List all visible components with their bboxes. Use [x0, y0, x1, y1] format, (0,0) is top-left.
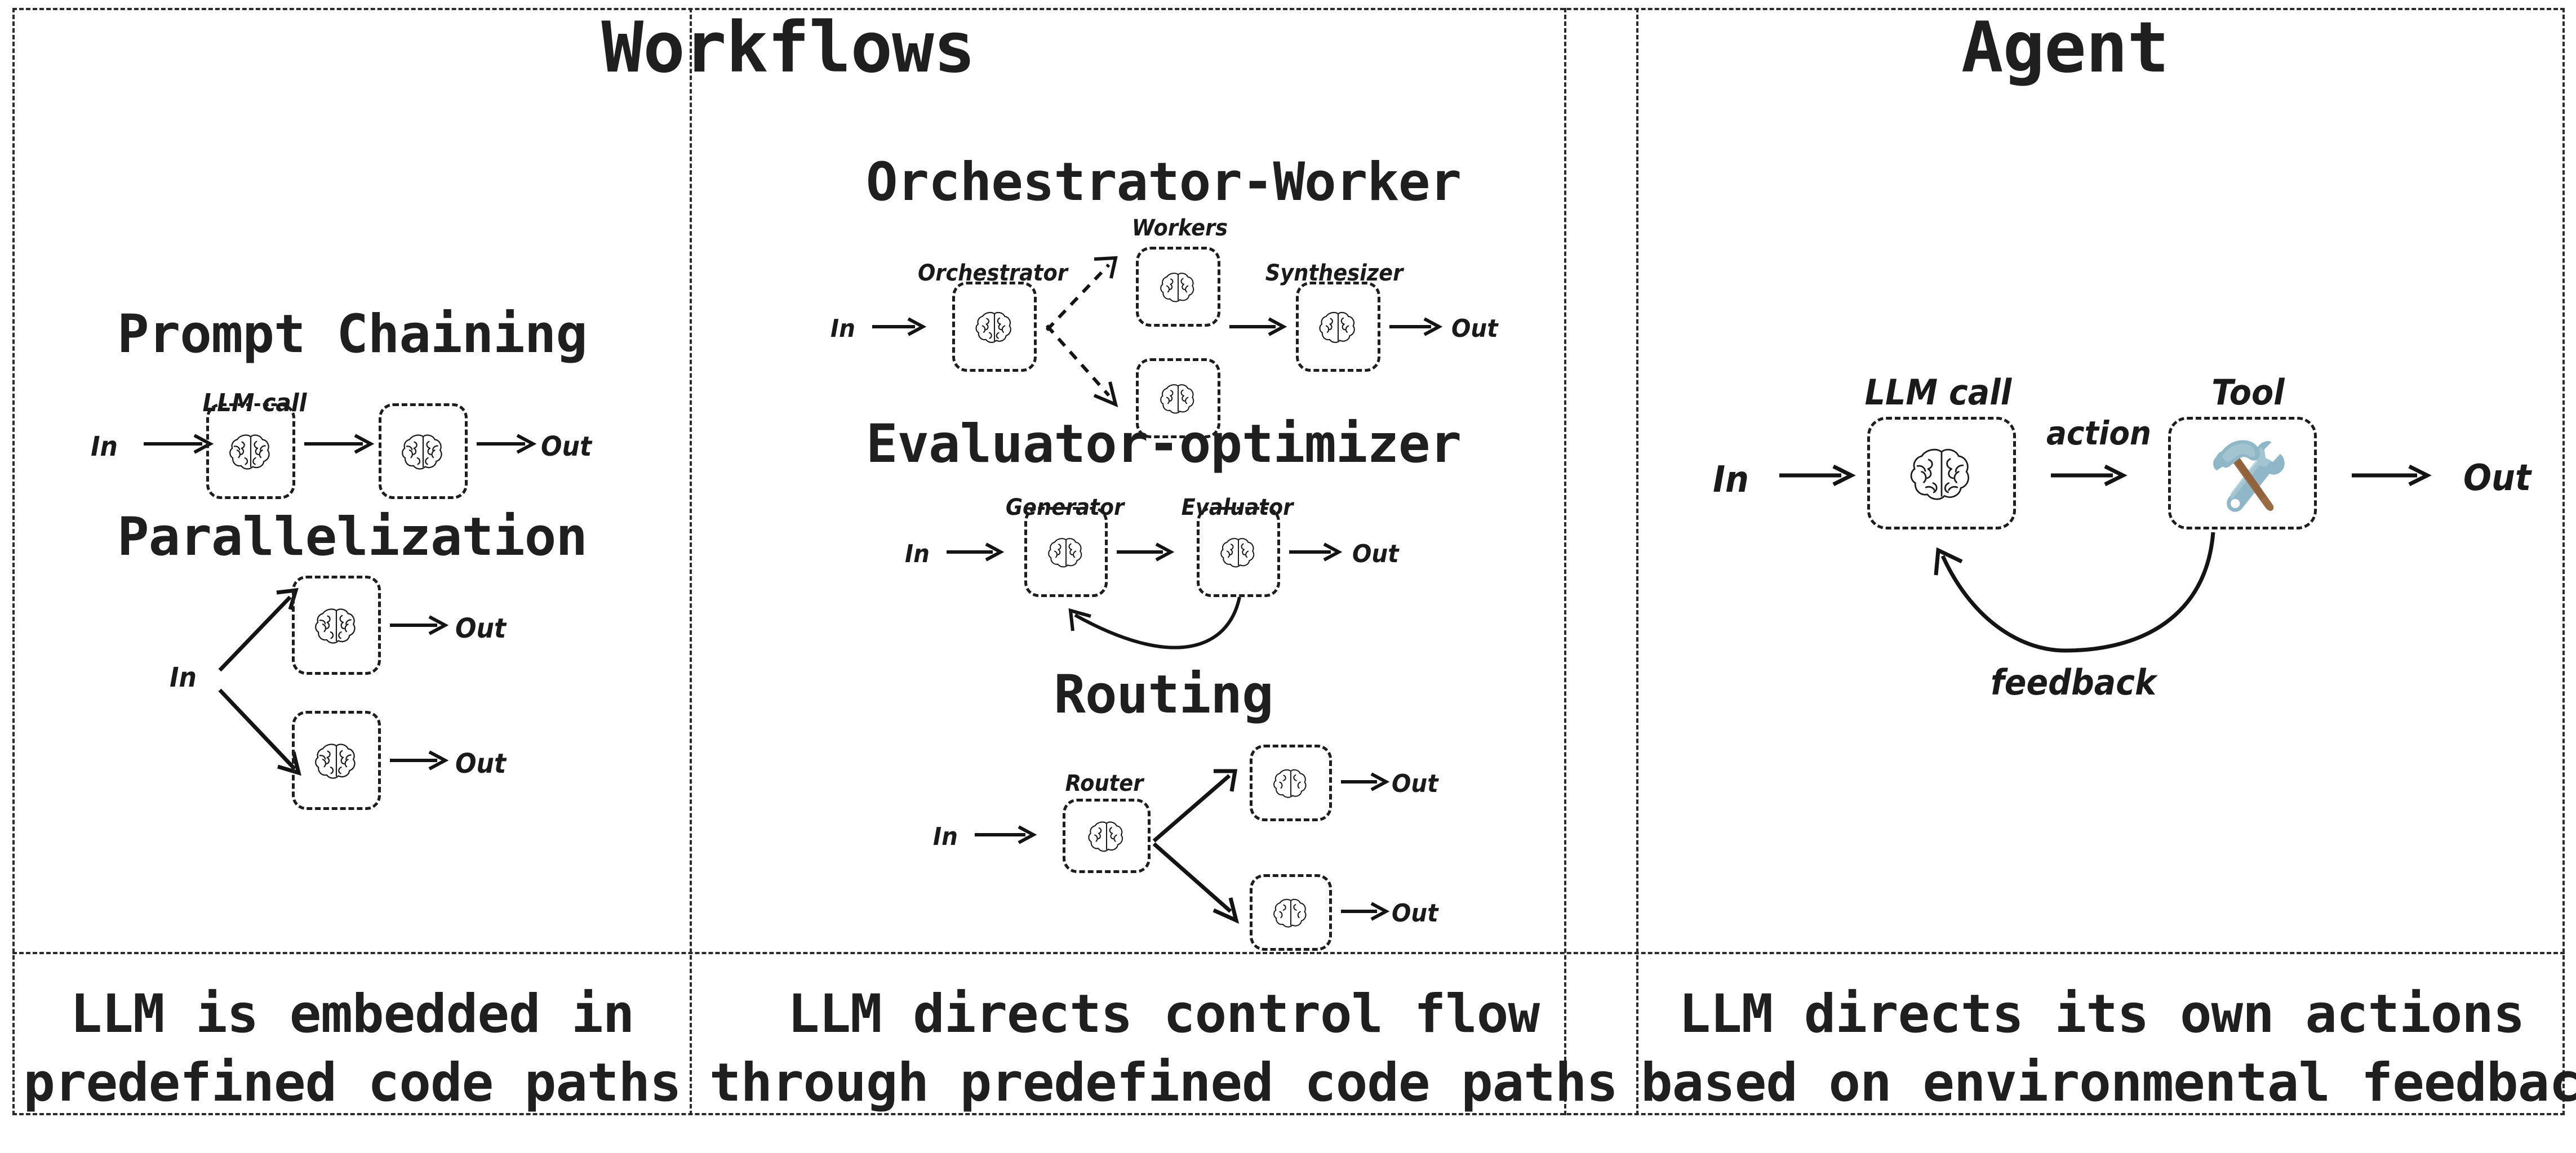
- node-routing-branch-bottom: [1250, 874, 1332, 951]
- brain-icon: [229, 434, 270, 470]
- label-in-chaining: In: [91, 431, 118, 462]
- node-evaluator: [1197, 507, 1280, 597]
- node-routing-branch-top: [1250, 745, 1332, 821]
- label-workers: Workers: [1131, 215, 1228, 241]
- label-out-evaluator: Out: [1352, 540, 1399, 568]
- node-llm-call-agent: [1867, 417, 2016, 529]
- hammer-and-wrench-icon: [2213, 440, 2285, 512]
- label-router: Router: [1065, 771, 1144, 796]
- diagram-title-parallelization: Parallelization: [117, 506, 588, 568]
- outer-frame: [12, 8, 2565, 1115]
- label-out-top-parallelization: Out: [455, 613, 507, 644]
- workflows-title: Workflows: [601, 7, 976, 88]
- brain-icon: [1273, 769, 1307, 798]
- label-out-top-routing: Out: [1392, 769, 1438, 798]
- brain-icon: [1220, 538, 1255, 568]
- brain-icon: [975, 311, 1011, 343]
- label-in-orchestrator: In: [830, 314, 855, 343]
- node-synthesizer: [1296, 282, 1380, 372]
- node-parallel-branch-bottom: [292, 711, 381, 810]
- label-in-routing: In: [933, 822, 958, 851]
- caption-agent-own-actions: LLM directs its own actions based on env…: [1641, 983, 2576, 1114]
- diagram-title-routing: Routing: [1054, 664, 1273, 725]
- label-in-agent: In: [1713, 459, 1749, 501]
- brain-icon: [1048, 538, 1082, 568]
- agent-title: Agent: [1961, 7, 2169, 88]
- node-worker-bottom: [1136, 358, 1220, 438]
- section-heading-workflows: Workflows: [12, 11, 1564, 84]
- node-llm-call-2-chaining: [379, 403, 468, 499]
- label-action-agent: action: [2046, 414, 2152, 452]
- label-out-bottom-parallelization: Out: [455, 748, 507, 780]
- section-heading-agent: Agent: [1566, 11, 2564, 84]
- brain-icon: [1319, 311, 1355, 343]
- node-generator: [1024, 507, 1108, 597]
- label-out-bottom-routing: Out: [1392, 899, 1438, 928]
- label-out-chaining: Out: [541, 431, 592, 462]
- brain-icon: [1910, 448, 1969, 500]
- divider-col1-col2: [690, 8, 692, 1115]
- brain-icon: [1160, 273, 1194, 302]
- node-router: [1063, 799, 1151, 873]
- divider-caption-row: [12, 952, 2565, 954]
- node-tool-agent: [2168, 417, 2317, 529]
- brain-icon: [315, 744, 356, 779]
- diagram-title-evaluator-optimizer: Evaluator-optimizer: [865, 413, 1462, 475]
- node-orchestrator: [952, 282, 1037, 372]
- label-out-orchestrator: Out: [1451, 314, 1498, 343]
- node-llm-call-1-chaining: [206, 403, 295, 499]
- brain-icon: [1088, 821, 1123, 852]
- brain-icon: [402, 434, 442, 470]
- label-in-parallelization: In: [170, 662, 197, 693]
- divider-workflows-agent: [1564, 8, 1566, 1115]
- brain-icon: [315, 608, 356, 644]
- label-tool-agent: Tool: [2211, 372, 2285, 413]
- label-out-agent: Out: [2463, 457, 2531, 499]
- caption-workflows-control-flow: LLM directs control flow through predefi…: [709, 983, 1618, 1114]
- node-worker-top: [1136, 247, 1220, 327]
- caption-workflows-embedded: LLM is embedded in predefined code paths: [23, 983, 681, 1114]
- brain-icon: [1160, 384, 1194, 414]
- diagram-title-orchestrator-worker: Orchestrator-Worker: [865, 152, 1462, 213]
- brain-icon: [1273, 898, 1307, 928]
- label-in-evaluator: In: [905, 540, 930, 568]
- diagram-title-prompt-chaining: Prompt Chaining: [117, 304, 588, 365]
- label-llm-call-agent: LLM call: [1864, 372, 2012, 413]
- divider-col2-col3: [1636, 8, 1638, 1115]
- label-feedback-agent: feedback: [1990, 662, 2157, 703]
- node-parallel-branch-top: [292, 576, 381, 675]
